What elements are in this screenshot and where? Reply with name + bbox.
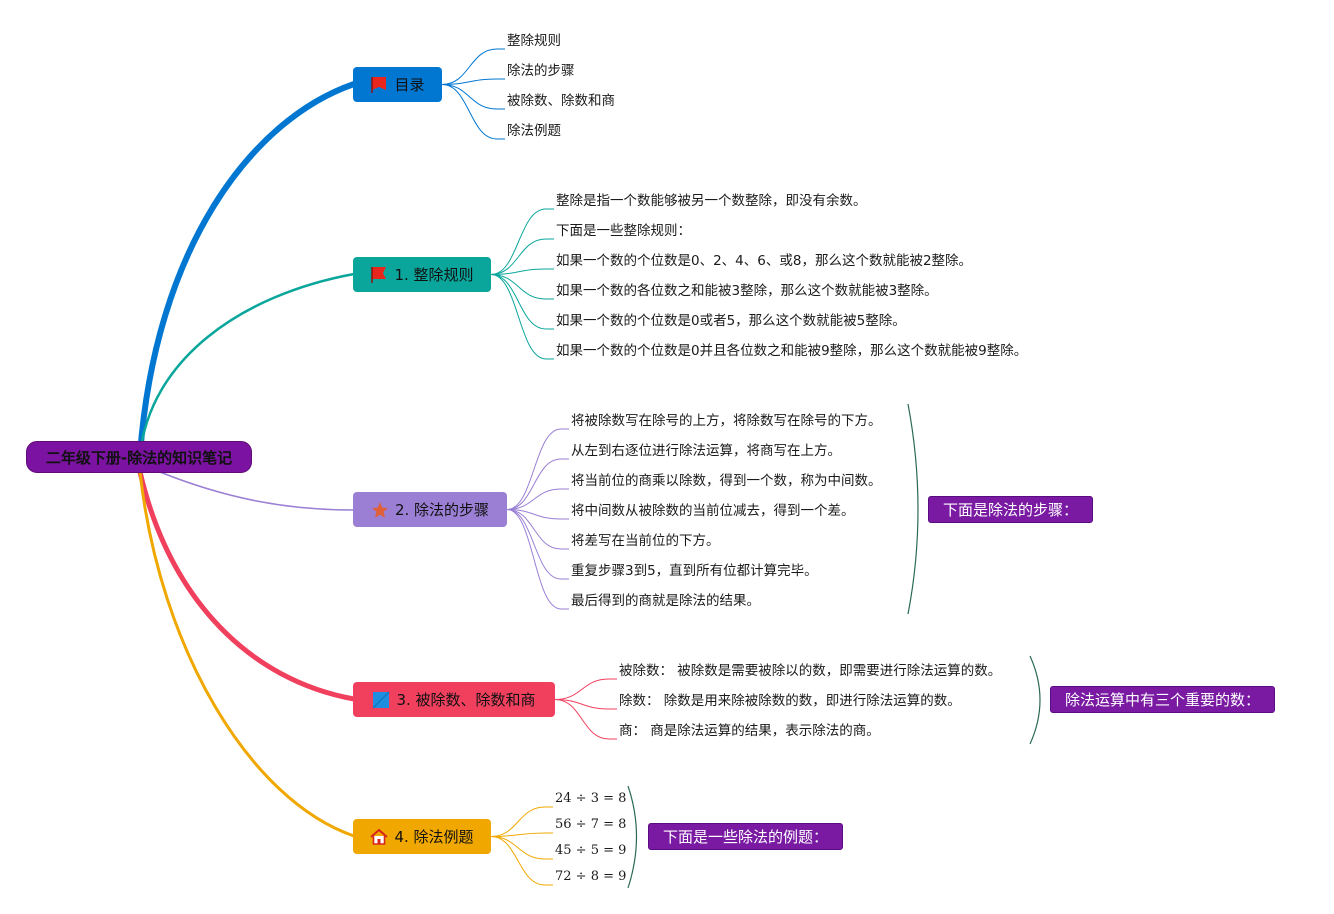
blue-flag-icon [372, 691, 390, 709]
star-icon [371, 501, 389, 519]
branch2-item[interactable]: 从左到右逐位进行除法运算，将商写在上方。 [571, 443, 841, 459]
link-branch3-item [554, 699, 617, 710]
red-flag-icon [370, 266, 388, 284]
link-toc-item [441, 48, 505, 85]
toc-item[interactable]: 除法的步骤 [507, 63, 575, 79]
link-branch2-item [506, 458, 569, 510]
link-branch1-item [490, 208, 554, 275]
branch3-label: 3. 被除数、除数和商 [396, 691, 536, 709]
link-branch4-item [490, 836, 553, 860]
branch4-item[interactable]: 24 ÷ 3 = 8 [555, 791, 627, 806]
summary-bracket-branch3 [1029, 655, 1041, 745]
branch3-item[interactable]: 商： 商是除法运算的结果，表示除法的商。 [619, 723, 880, 739]
branch4-item[interactable]: 45 ÷ 5 = 9 [555, 843, 627, 858]
red-flag-icon [370, 76, 388, 94]
branch1-label: 1. 整除规则 [394, 266, 474, 284]
link-branch1-item [490, 274, 554, 360]
branch1-item[interactable]: 整除是指一个数能够被另一个数整除，即没有余数。 [556, 193, 867, 209]
link-root-branch1 [138, 272, 355, 456]
branch2-item[interactable]: 最后得到的商就是除法的结果。 [571, 593, 760, 609]
branch3-summary[interactable]: 除法运算中有三个重要的数： [1050, 686, 1276, 713]
link-branch2-item [506, 428, 569, 510]
branch-divisibility-rules[interactable]: 1. 整除规则 [353, 257, 491, 292]
branch2-item[interactable]: 将差写在当前位的下方。 [571, 533, 720, 549]
root-topic-label: 二年级下册-除法的知识笔记 [45, 448, 233, 467]
branch3-item[interactable]: 被除数： 被除数是需要被除以的数，即需要进行除法运算的数。 [619, 663, 1002, 679]
link-branch1-item [490, 274, 554, 300]
link-branch2-item [506, 488, 569, 510]
toc-item[interactable]: 除法例题 [507, 123, 561, 139]
toc-item[interactable]: 整除规则 [507, 33, 561, 49]
link-branch4-item [490, 806, 553, 837]
branch1-item[interactable]: 如果一个数的个位数是0并且各位数之和能被9整除，那么这个数就能被9整除。 [556, 343, 1028, 359]
branch1-item[interactable]: 如果一个数的各位数之和能被3整除，那么这个数就能被3整除。 [556, 283, 938, 299]
branch1-item[interactable]: 下面是一些整除规则： [556, 223, 691, 239]
link-root-branch4 [138, 471, 355, 838]
branch4-item[interactable]: 56 ÷ 7 = 8 [555, 817, 627, 832]
branch-division-steps[interactable]: 2. 除法的步骤 [353, 492, 507, 527]
link-branch1-item [490, 238, 554, 275]
link-branch4-item [490, 836, 553, 886]
link-branch2-item [506, 509, 569, 610]
branch2-item[interactable]: 重复步骤3到5，直到所有位都计算完毕。 [571, 563, 818, 579]
root-topic[interactable]: 二年级下册-除法的知识笔记 [26, 441, 252, 473]
branch3-item[interactable]: 除数： 除数是用来除被除数的数，即进行除法运算的数。 [619, 693, 961, 709]
branch2-item[interactable]: 将中间数从被除数的当前位减去，得到一个差。 [571, 503, 855, 519]
branch2-label: 2. 除法的步骤 [394, 501, 490, 519]
link-branch3-item [554, 699, 617, 740]
link-root-branch3 [137, 471, 355, 702]
branch2-item[interactable]: 将被除数写在除号的上方，将除数写在除号的下方。 [571, 413, 882, 429]
branch-dividend-divisor-quotient[interactable]: 3. 被除数、除数和商 [353, 682, 555, 717]
branch2-item[interactable]: 将当前位的商乘以除数，得到一个数，称为中间数。 [571, 473, 882, 489]
branch1-item[interactable]: 如果一个数的个位数是0或者5，那么这个数就能被5整除。 [556, 313, 906, 329]
branch-toc[interactable]: 目录 [353, 67, 442, 102]
summary-bracket-branch2 [907, 403, 919, 615]
branch2-summary[interactable]: 下面是除法的步骤： [928, 496, 1094, 523]
link-root-toc [137, 81, 355, 456]
link-toc-item [441, 84, 505, 110]
branch-division-examples[interactable]: 4. 除法例题 [353, 819, 491, 854]
link-branch2-item [506, 509, 569, 520]
branch1-item[interactable]: 如果一个数的个位数是0、2、4、6、或8，那么这个数就能被2整除。 [556, 253, 973, 269]
link-branch1-item [490, 274, 554, 330]
house-icon [370, 828, 389, 846]
link-branch2-item [506, 509, 569, 580]
branch4-item[interactable]: 72 ÷ 8 = 9 [555, 869, 627, 884]
link-toc-item [441, 84, 505, 140]
link-root-branch2 [159, 471, 355, 511]
branch4-summary[interactable]: 下面是一些除法的例题： [648, 823, 844, 850]
link-branch3-item [554, 678, 617, 700]
branch4-label: 4. 除法例题 [394, 828, 474, 846]
link-branch2-item [506, 509, 569, 550]
link-toc-item [441, 78, 505, 85]
link-branch4-item [490, 832, 553, 837]
link-branch1-item [490, 268, 554, 275]
branch-toc-label: 目录 [394, 76, 425, 94]
summary-bracket-branch4 [627, 785, 638, 889]
toc-item[interactable]: 被除数、除数和商 [507, 93, 615, 109]
